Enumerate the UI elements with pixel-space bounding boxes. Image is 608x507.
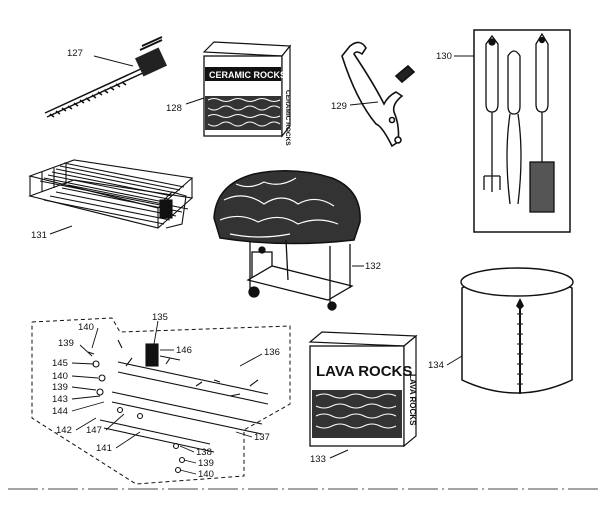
ceramic-rocks-side-label: CERAMIC ROCKS <box>284 90 291 146</box>
callout-136: 136 <box>264 347 280 358</box>
callout-140-b: 140 <box>52 371 68 382</box>
callout-134: 134 <box>428 360 444 371</box>
callout-135: 135 <box>152 312 168 323</box>
callout-145: 145 <box>52 358 68 369</box>
callout-130: 130 <box>436 51 452 62</box>
grill-clamp <box>341 41 416 148</box>
callout-147: 147 <box>86 425 102 436</box>
callout-142: 142 <box>56 425 72 436</box>
callout-127: 127 <box>67 48 83 59</box>
callout-143: 143 <box>52 394 68 405</box>
callout-141: 141 <box>96 443 112 454</box>
ceramic-rocks-box: CERAMIC ROCKS CERAMIC ROCKS <box>202 41 292 146</box>
leader-lines <box>71 320 263 475</box>
covered-grill <box>213 170 361 311</box>
ceramic-rocks-front-label: CERAMIC ROCKS <box>209 70 286 80</box>
callout-140-c: 140 <box>198 469 214 480</box>
round-grill-cover <box>460 267 574 394</box>
callout-133: 133 <box>310 454 326 465</box>
lava-rocks-front-label: LAVA ROCKS <box>316 363 412 380</box>
burner-parts-exploded-view <box>31 317 291 485</box>
callout-131: 131 <box>31 230 47 241</box>
callout-140-a: 140 <box>78 322 94 333</box>
lava-rocks-box: LAVA ROCKS LAVA ROCKS <box>308 331 418 448</box>
grill-tool-set <box>473 29 571 233</box>
callout-146: 146 <box>176 345 192 356</box>
lava-rocks-side-label: LAVA ROCKS <box>408 374 417 426</box>
callout-132: 132 <box>365 261 381 272</box>
grill-brush <box>44 36 168 118</box>
callout-144: 144 <box>52 406 68 417</box>
callout-128: 128 <box>166 103 182 114</box>
callout-137: 137 <box>254 432 270 443</box>
callout-139-a: 139 <box>58 338 74 349</box>
callout-129: 129 <box>331 101 347 112</box>
grill-rack-basket <box>28 159 194 229</box>
callout-139-b: 139 <box>52 382 68 393</box>
callout-138: 138 <box>196 447 212 458</box>
callout-139-c: 139 <box>198 458 214 469</box>
